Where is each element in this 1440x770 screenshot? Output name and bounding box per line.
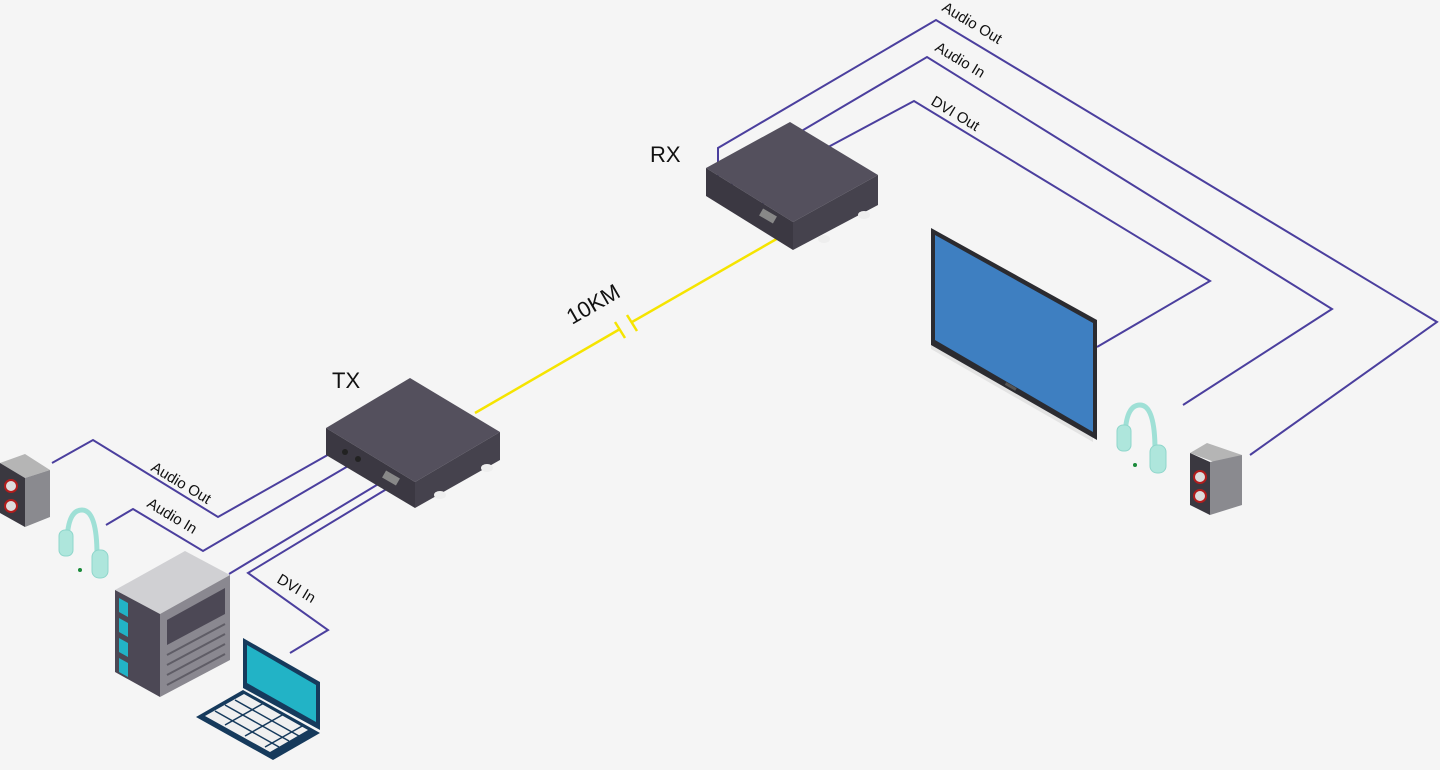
tx-speaker-icon xyxy=(0,454,50,527)
fiber-link xyxy=(474,235,781,415)
tx-unit xyxy=(326,378,500,508)
server-icon xyxy=(115,551,230,697)
rx-label: RX xyxy=(650,142,681,167)
tx-label: TX xyxy=(332,368,360,393)
laptop-icon xyxy=(196,638,320,760)
tx-server-wire xyxy=(228,479,386,575)
monitor-icon xyxy=(931,228,1097,442)
fiber-distance-label: 10KM xyxy=(562,279,624,329)
rx-headphones-icon xyxy=(1116,402,1167,474)
tx-dvi-in-wire xyxy=(246,486,391,654)
tx-headphones-icon xyxy=(58,507,109,579)
rx-unit xyxy=(706,122,878,250)
tx-audio-in-wire xyxy=(105,461,356,553)
rx-speaker-icon xyxy=(1190,443,1242,515)
tx-audio-out-wire xyxy=(51,438,341,519)
tx-dvi-in-label: DVI In xyxy=(274,571,318,607)
